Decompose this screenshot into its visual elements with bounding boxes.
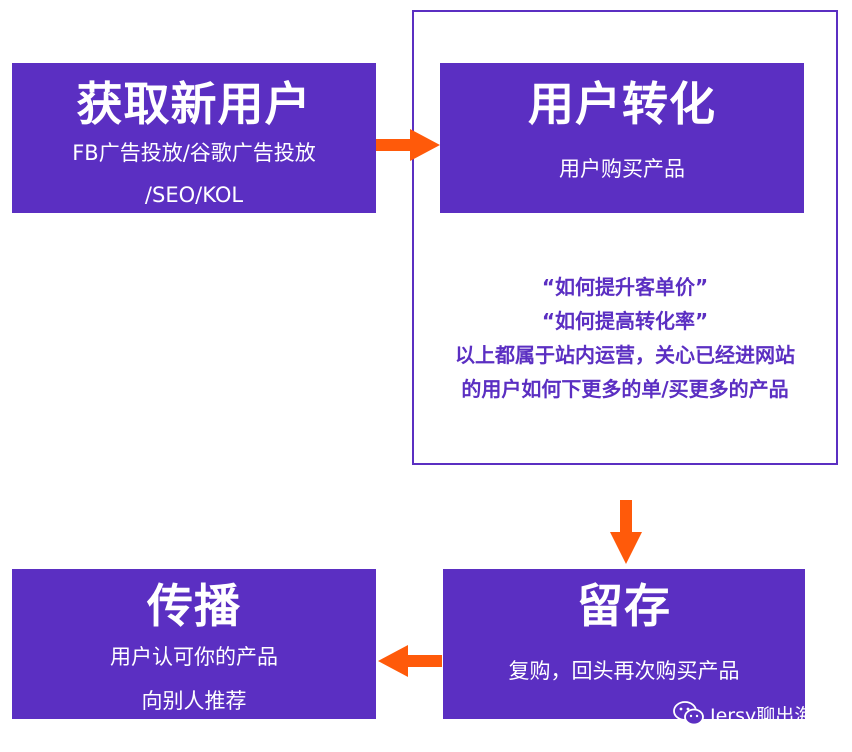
spread-desc-line1: 用户认可你的产品 bbox=[110, 645, 278, 669]
watermark-text: Jersy聊出海 bbox=[710, 704, 814, 727]
note-line-3: 以上都属于站内运营，关心已经进网站 bbox=[455, 343, 795, 367]
note-line-1: “如何提升客单价” bbox=[541, 275, 709, 299]
arrow-right-icon bbox=[376, 129, 440, 161]
retention-desc: 复购，回头再次购买产品 bbox=[508, 659, 740, 683]
operations-note: “如何提升客单价” “如何提高转化率” 以上都属于站内运营，关心已经进网站 的用… bbox=[414, 270, 836, 406]
arrow-left-icon bbox=[378, 645, 442, 677]
acquire-users-desc-line2: /SEO/KOL bbox=[144, 183, 244, 207]
acquire-users-box: 获取新用户 FB广告投放/谷歌广告投放 /SEO/KOL bbox=[12, 63, 376, 213]
arrow-down-icon bbox=[610, 500, 642, 564]
retention-title: 留存 bbox=[577, 579, 671, 633]
watermark: Jersy聊出海 bbox=[672, 698, 813, 730]
retention-box: 留存 复购，回头再次购买产品 bbox=[443, 569, 805, 719]
user-conversion-box: 用户转化 用户购买产品 bbox=[440, 63, 804, 213]
acquire-users-desc-line1: FB广告投放/谷歌广告投放 bbox=[72, 141, 316, 165]
spread-title: 传播 bbox=[147, 579, 241, 633]
wechat-icon bbox=[673, 701, 704, 726]
user-conversion-desc: 用户购买产品 bbox=[559, 157, 685, 181]
acquire-users-title: 获取新用户 bbox=[76, 77, 312, 131]
station-operations-frame bbox=[412, 10, 838, 465]
spread-box: 传播 用户认可你的产品 向别人推荐 bbox=[12, 569, 376, 719]
user-conversion-title: 用户转化 bbox=[528, 77, 716, 131]
note-line-2: “如何提高转化率” bbox=[541, 309, 709, 333]
spread-desc-line2: 向别人推荐 bbox=[141, 689, 247, 713]
note-line-4: 的用户如何下更多的单/买更多的产品 bbox=[461, 377, 789, 401]
